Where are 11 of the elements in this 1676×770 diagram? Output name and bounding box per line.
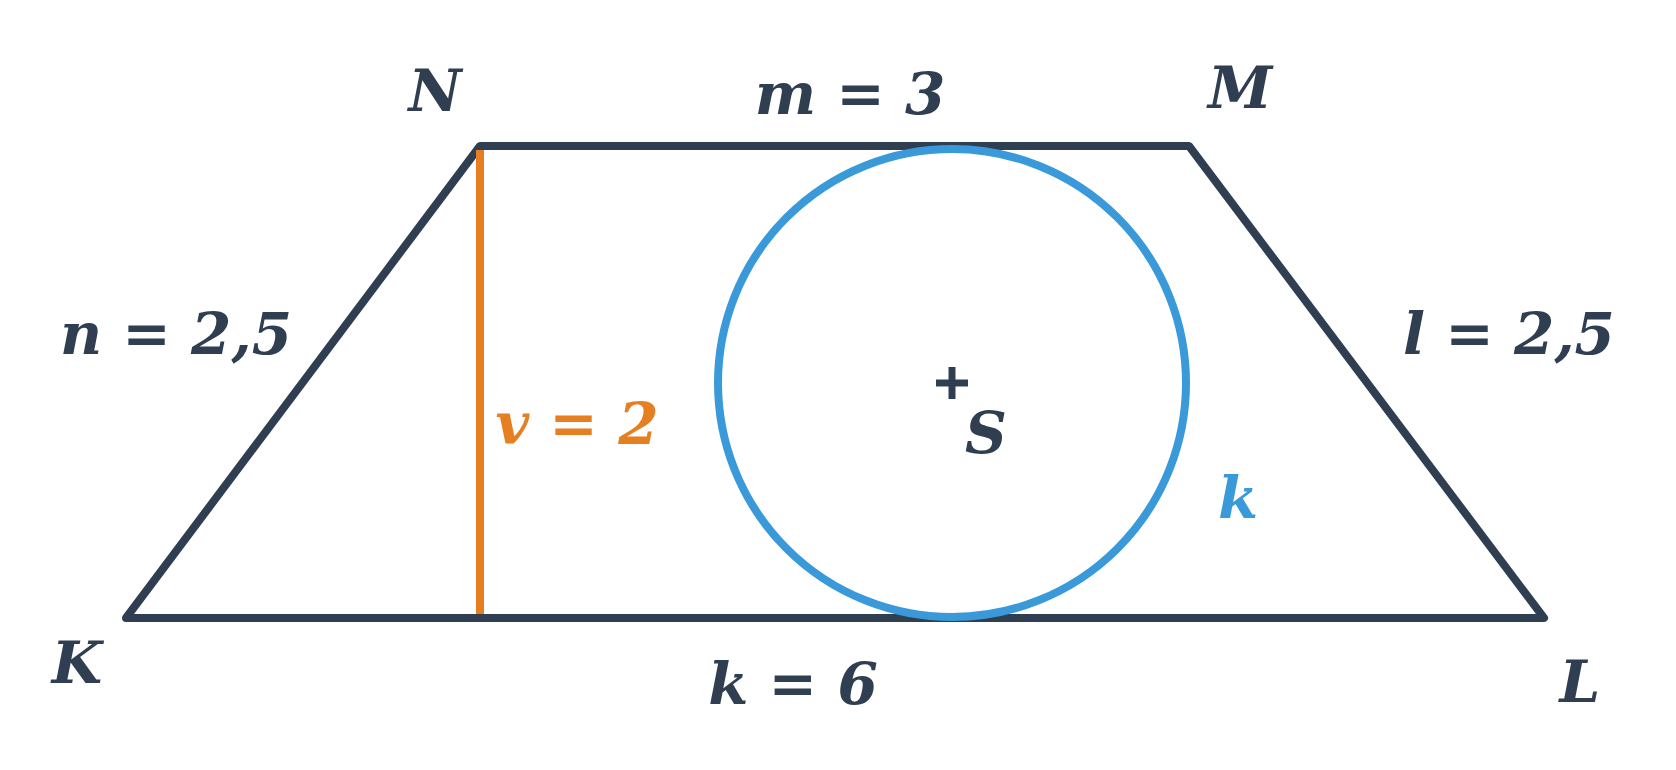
vertex-label: M bbox=[1207, 59, 1273, 117]
side-length-label: m = 3 bbox=[754, 65, 946, 123]
center-label: S bbox=[965, 404, 1007, 462]
vertex-label: N bbox=[408, 62, 462, 120]
vertex-label: K bbox=[51, 634, 103, 692]
vertex-label: L bbox=[1559, 653, 1601, 711]
circle-label: k bbox=[1217, 469, 1259, 527]
height-label: v = 2 bbox=[495, 395, 659, 453]
side-length-label: l = 2,5 bbox=[1403, 305, 1615, 363]
side-length-label: k = 6 bbox=[708, 655, 878, 713]
side-length-label: n = 2,5 bbox=[59, 305, 293, 363]
